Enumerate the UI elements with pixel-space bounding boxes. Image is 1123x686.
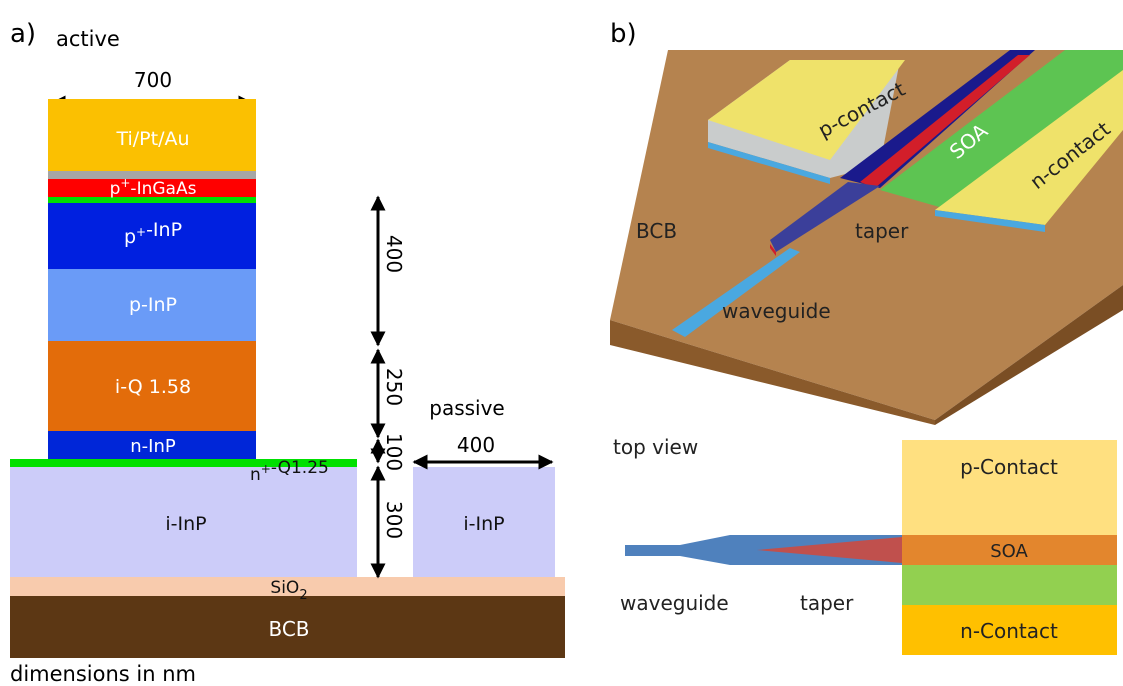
top-view-soa-label: SOA [990,541,1028,562]
n-inp-label: n-InP [130,436,176,457]
substrate-front-side [610,320,935,425]
metal-layer [48,99,256,171]
active-label: active [56,27,120,51]
iq-layer [48,341,256,431]
sio2-name: SiO [270,578,299,598]
panel-b-label: b) [610,19,637,49]
passive-label: passive [429,396,505,420]
nq-prefix: n+ [250,462,271,485]
contact-prefix: p+- [110,176,137,199]
top-view-n-contact-label: n-Contact [960,619,1058,643]
bcb-label: BCB [268,617,309,641]
panel-b: b) p-contact n-contact SOA BCB taper wav… [610,19,1123,655]
soa-ridge-stripe [860,55,1030,188]
footnote: dimensions in nm [10,662,196,686]
contact-layer-label: p+-InGaAs [110,176,197,199]
sio2-layer [10,577,565,596]
p-inp-layer [48,269,256,341]
taper-tip-red [770,244,776,256]
barrier-layer [48,171,256,179]
contact-layer [48,179,256,197]
substrate-right-side [935,285,1123,425]
n-contact-base [935,210,1045,232]
top-view-taper-label: taper [800,591,854,615]
top-view-p-contact [902,440,1117,535]
top-view-n-contact [902,605,1117,655]
nq-name: -Q1.25 [271,458,329,478]
waveguide-3d [672,248,800,337]
i-inp-right-label: i-InP [463,513,504,535]
dim-label-300: 300 [382,501,406,539]
nq-label: n+-Q1.25 [250,458,329,485]
iq-label: i-Q 1.58 [115,376,191,398]
etch-stop-layer [48,197,256,203]
sio2-label: SiO2 [270,578,307,603]
top-view-taper [757,537,902,563]
p-inp-label: p-InP [129,294,177,316]
panel-a: a) active 700 Ti/Pt/Au p+-InGaAs p+-InP … [10,19,565,686]
top-view-title: top view [613,435,698,459]
top-view-waveguide-label: waveguide [620,591,729,615]
passive-width-label: 400 [457,433,495,457]
bcb-3d-label: BCB [636,219,677,243]
sio2-subscript: 2 [299,588,307,603]
panel-a-label: a) [10,19,36,49]
taper-3d-label: taper [855,219,909,243]
i-inp-left-label: i-InP [165,513,206,535]
i-inp-left [10,467,357,577]
top-view-n-region [902,565,1117,605]
n-inp-layer [48,431,256,459]
dim-label-250: 250 [382,368,406,406]
top-view-soa [902,535,1117,565]
bcb-layer [10,596,565,658]
p-plus-name: -InP [146,219,182,241]
active-width-label: 700 [134,68,172,92]
contact-name: InGaAs [137,179,197,199]
waveguide-3d-label: waveguide [722,299,831,323]
top-view-p-contact-label: p-Contact [960,455,1058,479]
p-plus-inp-layer [48,203,256,269]
i-inp-right [413,467,555,577]
dim-label-400: 400 [382,235,406,273]
n-contact-top [935,70,1123,225]
p-contact-base [708,142,830,184]
n-region [880,50,1123,210]
nq-layer [10,459,357,467]
p-plus-inp-label: p+-InP [124,219,182,248]
dim-label-100: 100 [382,433,406,471]
p-plus-prefix: p+ [124,225,146,248]
taper-tip-3d [770,182,880,252]
p-contact-top [708,60,905,160]
metal-layer-label: Ti/Pt/Au [115,128,189,150]
